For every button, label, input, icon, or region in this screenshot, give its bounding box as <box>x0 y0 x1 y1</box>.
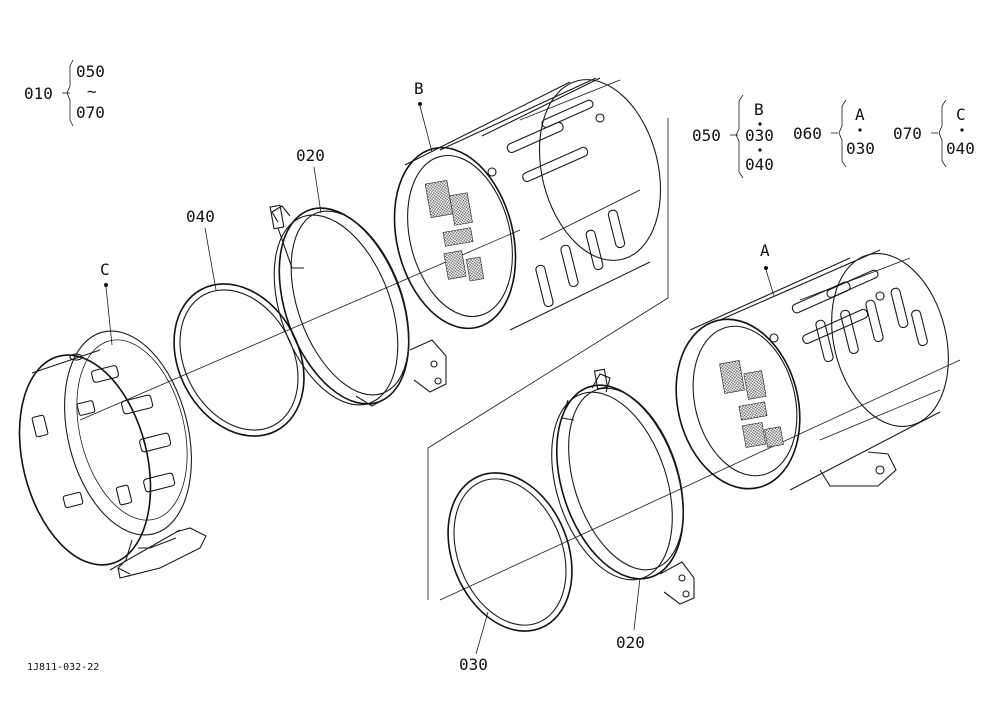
legend-060-bracket <box>838 99 847 168</box>
assembly-axes <box>79 118 961 601</box>
callout-a-letter: A <box>760 241 770 260</box>
callout-040-label: 040 <box>186 207 215 226</box>
part-030-gasket <box>447 472 573 632</box>
legend-060-label: 060 <box>793 124 822 143</box>
legend-070-bracket <box>938 99 947 168</box>
legend-060-letter: A <box>855 105 865 124</box>
legend-010-label: 010 <box>24 84 53 103</box>
legend-010-to: 070 <box>76 103 105 122</box>
legend-070-letter: C <box>956 105 966 124</box>
legend-050-item1: 030 <box>745 126 774 145</box>
legend-070-label: 070 <box>893 124 922 143</box>
callout-b: B <box>414 79 433 153</box>
group-frame-upper <box>427 118 669 449</box>
part-a-catalyst <box>675 249 949 491</box>
part-020-clamp-lower <box>551 368 695 605</box>
legend-060: 060 A 030 <box>793 99 875 168</box>
callout-020-lower-label: 020 <box>616 633 645 652</box>
part-b-catalyst <box>393 77 662 331</box>
legend-060-item1: 030 <box>846 139 875 158</box>
legend-050-label: 050 <box>692 126 721 145</box>
part-040-gasket <box>173 283 305 437</box>
legend-070-item1: 040 <box>946 139 975 158</box>
legend-010: 010 050 ~ 070 <box>24 59 105 127</box>
callout-040: 040 <box>186 207 217 291</box>
legend-010-from: 050 <box>76 62 105 81</box>
legend-050-item2: 040 <box>745 155 774 174</box>
mesh-face-b <box>424 180 485 282</box>
callout-c-letter: C <box>100 260 110 279</box>
callout-030-label: 030 <box>459 655 488 674</box>
legend-050: 050 B 030 040 <box>692 94 774 179</box>
callout-c: C <box>100 260 113 346</box>
legend-010-range: ~ <box>87 82 97 101</box>
callout-b-letter: B <box>414 79 424 98</box>
legend-010-bracket <box>66 59 74 127</box>
legend-050-bracket <box>735 94 744 179</box>
callout-030: 030 <box>459 611 489 674</box>
axis-lower <box>439 359 961 601</box>
part-c-end-cap <box>18 330 207 579</box>
figure-reference-id: 1J811-032-22 <box>27 662 99 673</box>
part-020-clamp-upper <box>269 204 447 407</box>
legend-070: 070 C 040 <box>893 99 975 168</box>
callout-020-lower: 020 <box>616 577 645 652</box>
callout-020-upper-label: 020 <box>296 146 325 165</box>
legend-050-letter: B <box>754 100 764 119</box>
callout-a: A <box>760 241 775 297</box>
callout-020-upper: 020 <box>296 146 325 214</box>
mesh-face-a <box>719 360 784 448</box>
